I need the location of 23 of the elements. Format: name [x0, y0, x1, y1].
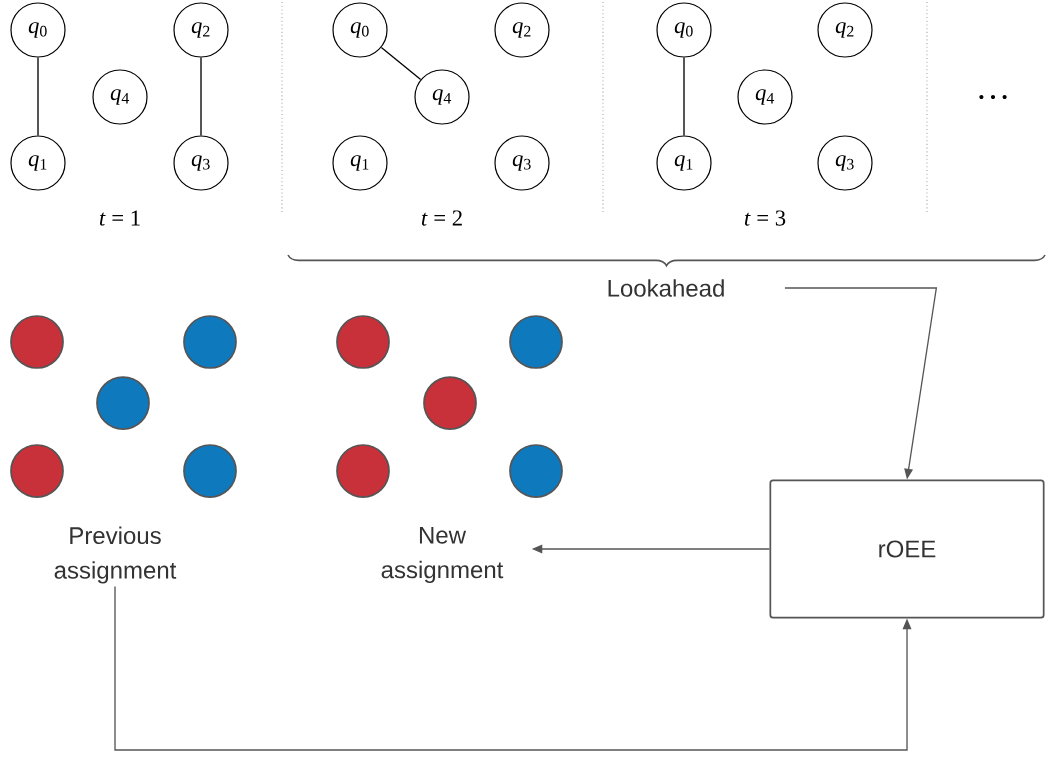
assignment-dot [509, 315, 563, 369]
assignment-dot [423, 376, 477, 430]
assignment-label: New assignment [381, 526, 504, 584]
edge-line [683, 56, 685, 137]
assignment-dot [10, 315, 64, 369]
edge-line [37, 56, 39, 137]
assignment-dot [509, 444, 563, 498]
edge-line [380, 46, 422, 81]
assignment-dot [10, 444, 64, 498]
time-step-label: t = 2 [421, 210, 462, 226]
assignment-label: Previous assignment [54, 526, 177, 584]
edge-line [200, 56, 202, 137]
assignment-dot [336, 315, 390, 369]
lookahead-label: Lookahead [608, 279, 724, 297]
time-step-label: t = 3 [744, 210, 786, 226]
assignment-dot [183, 444, 237, 498]
assignment-dot [183, 315, 237, 369]
arrow [114, 585, 912, 751]
ellipsis: … [979, 94, 1007, 100]
process-box: rOEE [769, 479, 1045, 619]
time-step-label: t = 1 [99, 210, 140, 226]
assignment-dot [336, 444, 390, 498]
assignment-dot [96, 376, 150, 430]
